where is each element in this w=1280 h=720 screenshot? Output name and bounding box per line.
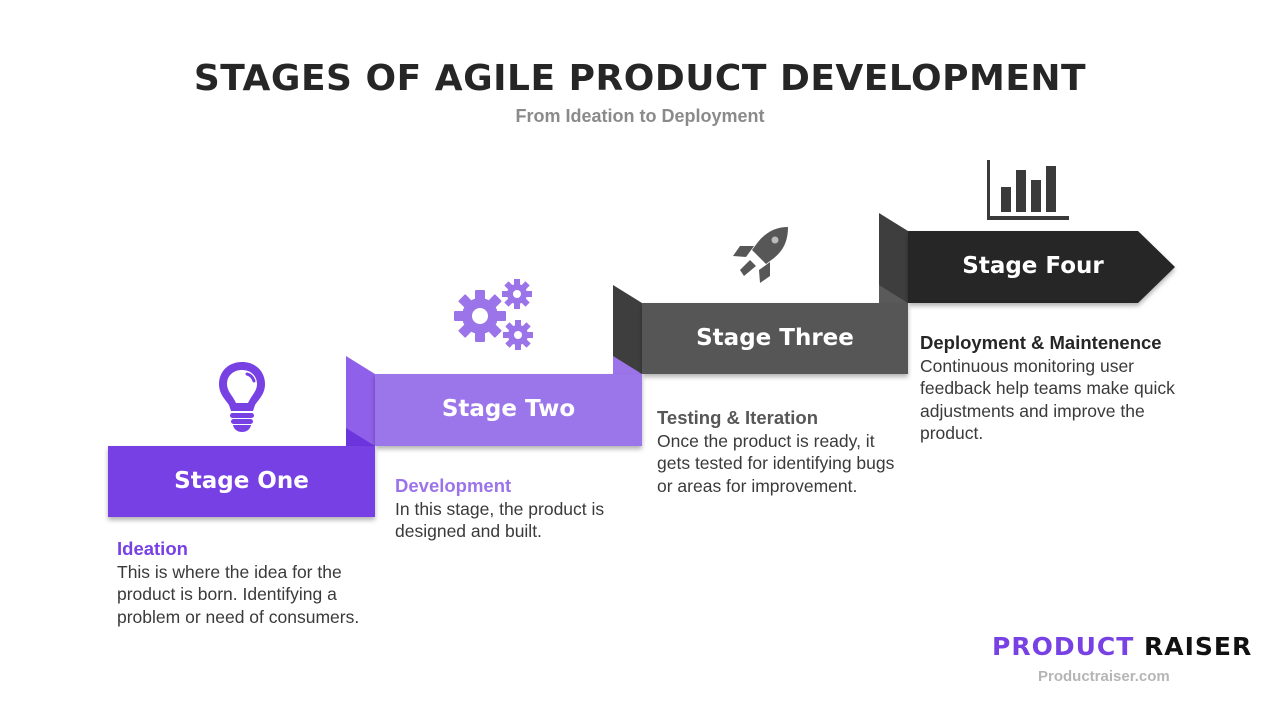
stage-two-heading: Development [395, 475, 512, 496]
page-title: STAGES OF AGILE PRODUCT DEVELOPMENT [193, 58, 1087, 99]
stage-one-ribbon [108, 446, 375, 517]
stage-one-heading: Ideation [117, 538, 188, 559]
stage-three-description: Testing & Iteration Once the product is … [657, 407, 902, 497]
stage-three-label: Stage Three [696, 325, 854, 351]
brand-logo: PRODUCT RAISER [992, 632, 1252, 661]
stage-four-heading: Deployment & Maintenence [920, 332, 1162, 353]
stage-one-body: This is where the idea for the product i… [117, 561, 360, 627]
bar-chart-icon [987, 160, 1069, 220]
stage-one-description: Ideation This is where the idea for the … [117, 538, 367, 628]
stage-two-body: In this stage, the product is designed a… [395, 498, 605, 542]
stage-two-label: Stage Two [441, 396, 576, 422]
rocket-icon [733, 227, 788, 283]
stage-two-ribbon [346, 356, 642, 446]
stage-four-description: Deployment & Maintenence Continuous moni… [920, 332, 1195, 445]
stage-three-ribbon [613, 285, 908, 374]
stage-three-heading: Testing & Iteration [657, 407, 819, 428]
lightbulb-icon [219, 362, 265, 432]
page-subtitle: From Ideation to Deployment [515, 106, 765, 126]
stage-one-label: Stage One [174, 468, 309, 494]
stage-four-body: Continuous monitoring user feedback help… [920, 355, 1175, 444]
stage-four-ribbon [879, 213, 1175, 303]
gears-icon [454, 279, 533, 350]
brand-website: Productraiser.com [1038, 668, 1170, 685]
stage-two-description: Development In this stage, the product i… [395, 475, 645, 543]
brand-part-1: PRODUCT [992, 632, 1135, 661]
stage-four-label: Stage Four [962, 253, 1104, 279]
brand-part-2: RAISER [1144, 632, 1253, 661]
stage-three-body: Once the product is ready, it gets teste… [657, 430, 895, 496]
